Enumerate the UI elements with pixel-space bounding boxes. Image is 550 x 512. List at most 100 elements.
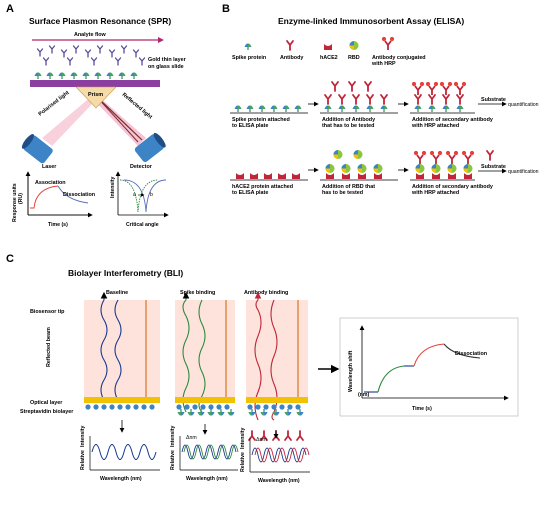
panel-a-letter: A (6, 3, 14, 15)
bli-column-baseline: Baseline Relative Intensity Wavelength (… (80, 290, 160, 482)
shift-spike-segment (377, 365, 405, 393)
row1-step1-line1: Spike protein attached (232, 117, 290, 123)
prism (75, 86, 117, 109)
wavelength-shift-plot: Dissociation Wavelength shift (nm) Time … (339, 317, 519, 417)
row2-step1-line2: to ELISA plate (232, 190, 268, 196)
optical-layer-baseline (84, 397, 160, 403)
row1-step3-line2: with HRP attached (411, 123, 459, 129)
gold-layer-label-1: Gold thin layer (148, 57, 187, 63)
ru-axis-label-1: Response units (12, 183, 18, 222)
optical-layer-antibody (246, 397, 308, 403)
row2-substrate: Substrate (481, 164, 506, 170)
detector-device (134, 132, 166, 163)
row1-quantification: quantification (508, 102, 539, 108)
incident-beam (42, 96, 96, 146)
curve-b (123, 179, 167, 213)
curve-a (119, 179, 159, 213)
row1-step2-line1: Addition of Antibody (322, 117, 375, 123)
spectrum-antibody-xlabel: Wavelength (nm) (258, 478, 300, 484)
shift-antibody-segment (413, 343, 445, 367)
spectrum-spike-ylabel-2: Intensity (170, 426, 176, 447)
legend-rbd: RBD (348, 55, 360, 61)
intensity-axis-label: Intensity (110, 177, 116, 198)
tip-baseline (84, 300, 160, 397)
row2-quantification: quantification (508, 169, 539, 175)
critical-angle-label: Critical angle (126, 222, 159, 228)
detector-label: Detector (130, 164, 153, 170)
legend-spike: Spike protein (232, 55, 266, 61)
gold-layer-label-2: on glass slide (148, 64, 184, 70)
time-axis-label: Time (s) (48, 222, 68, 228)
shift-dissociation-segment (443, 343, 481, 359)
spr-sensorgram: Association Dissociation Response units … (12, 171, 95, 228)
surface-ligands (33, 71, 139, 80)
association-label: Association (35, 180, 66, 186)
association-curve (30, 185, 59, 209)
critical-angle-plot: a b Intensity Critical angle (110, 171, 169, 228)
elisa-row-2: hACE2 protein attached to ELISA plate Ad… (230, 149, 539, 196)
shift-xlabel: Time (s) (412, 406, 432, 412)
spectrum-antibody: Δnm Relative Intensity Wavelength (nm) (240, 428, 310, 484)
spectrum-antibody-delta: Δnm (256, 437, 267, 443)
panel-c-title: Biolayer Interferometry (BLI) (68, 268, 183, 278)
shift-unit: (nm) (358, 392, 370, 398)
spectrum-baseline-ylabel-1: Relative (80, 450, 86, 470)
spectrum-baseline-xlabel: Wavelength (nm) (100, 476, 142, 482)
row1-step1-line2: to ELISA plate (232, 123, 268, 129)
polarised-light-label: Polarised light (38, 90, 71, 118)
panel-a-title: Surface Plasmon Resonance (SPR) (29, 16, 171, 26)
dissociation-curve (57, 185, 89, 204)
spectrum-antibody-ylabel-1: Relative (240, 452, 246, 472)
spectrum-antibody-ylabel-2: Intensity (240, 428, 246, 449)
gold-layer (30, 80, 160, 87)
panel-c-letter: C (6, 253, 14, 265)
legend-antibody: Antibody (280, 55, 303, 61)
optical-layer-spike (175, 397, 235, 403)
optical-layer-label: Optical layer (30, 400, 63, 406)
row2-step2-line1: Addition of RBD that (322, 184, 375, 190)
legend-hace2: hACE2 (320, 55, 338, 61)
shift-plot-frame (339, 317, 519, 417)
panel-b-letter: B (222, 3, 230, 15)
spectrum-spike-delta: Δnm (186, 435, 197, 441)
spectrum-spike: Δnm Relative Intensity Wavelength (nm) (170, 426, 239, 482)
col-spike-title: Spike binding (180, 290, 215, 296)
col-antibody-title: Antibody binding (244, 290, 288, 296)
row1-step3-line1: Addition of secondary antibody (412, 117, 493, 123)
reflected-beam-label: Reflected beam (46, 327, 52, 367)
panel-a: A Surface Plasmon Resonance (SPR) Analyt… (6, 3, 187, 228)
row2-step3-line1: Addition of secondary antibody (412, 184, 493, 190)
row1-substrate: Substrate (481, 97, 506, 103)
reflected-light-label: Reflected light (121, 92, 153, 121)
shift-ylabel: Wavelength shift (348, 350, 354, 392)
spectrum-baseline: Relative Intensity Wavelength (nm) (80, 426, 160, 482)
curve-a-label: a (133, 192, 136, 198)
streptavidin-label: Streptavidin biolayer (20, 409, 74, 415)
row2-step2-line2: has to be tested (322, 190, 363, 196)
bli-column-antibody: Antibody binding (240, 290, 310, 484)
spectrum-spike-xlabel: Wavelength (nm) (186, 476, 228, 482)
panel-b: B Enzyme-linked Immunosorbent Assay (ELI… (222, 3, 539, 196)
row2-step1-line1: hACE2 protein attached (232, 184, 293, 190)
ru-axis-label-2: (RU) (18, 193, 24, 204)
biosensor-tip-label: Biosensor tip (30, 309, 65, 315)
legend-hrp-2: with HRP (371, 61, 396, 67)
row2-step3-line2: with HRP attached (411, 190, 459, 196)
col-baseline-title: Baseline (106, 290, 128, 296)
legend-hrp-1: Antibody conjugated (372, 55, 426, 61)
elisa-row-1: Spike protein attached to ELISA plate Ad… (230, 81, 539, 129)
shift-dissociation-label: Dissociation (455, 351, 487, 357)
row1-step2-line2: that has to be tested (322, 123, 374, 129)
bli-column-spike: Spike binding (170, 290, 239, 482)
spectrum-baseline-ylabel-2: Intensity (80, 426, 86, 447)
panel-c: C Biolayer Interferometry (BLI) Biosenso… (6, 253, 519, 484)
beads-baseline (85, 404, 155, 410)
laser-label: Laser (42, 164, 57, 170)
bound-spikes (176, 408, 236, 417)
prism-label: Prism (88, 92, 103, 98)
curve-b-label: b (150, 192, 153, 198)
spectrum-spike-ylabel-1: Relative (170, 450, 176, 470)
analyte-molecules (36, 45, 146, 66)
elisa-legend: Spike protein Antibody hACE2 RBD Antibod… (232, 36, 426, 67)
